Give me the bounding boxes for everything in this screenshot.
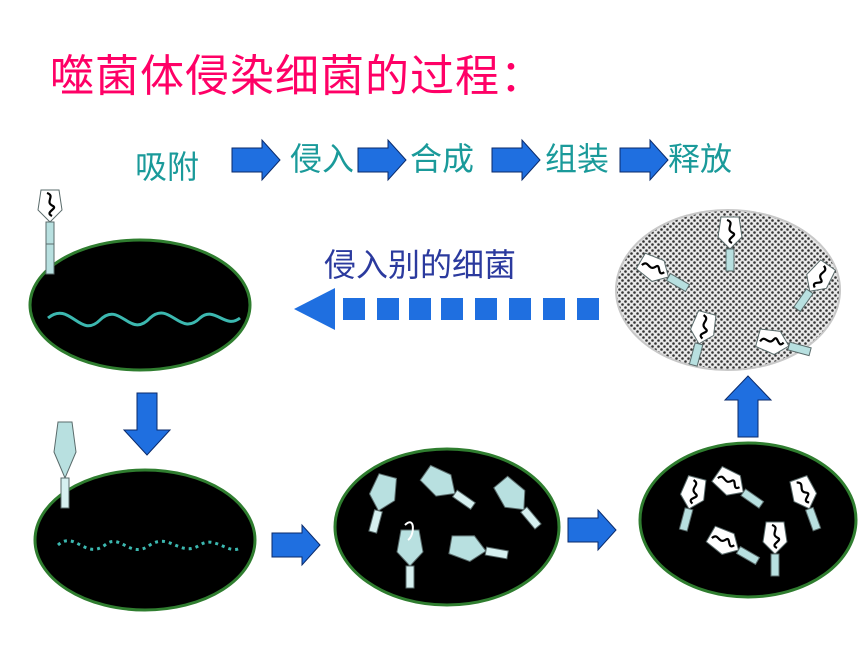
empty-phage-coat — [53, 421, 77, 509]
down-arrow — [122, 392, 172, 456]
cell-assembly — [638, 441, 858, 599]
reinfect-arrow — [294, 288, 599, 330]
step-synthesize-label: 合成 — [410, 140, 475, 178]
cell-synthesis — [333, 447, 561, 607]
step-assemble-label: 组装 — [545, 140, 610, 178]
reinfect-label: 侵入别的细菌 — [324, 246, 517, 284]
flow-arrow-2 — [357, 139, 407, 181]
flow-arrow-3 — [491, 139, 541, 181]
cell-injected — [33, 468, 257, 612]
step-inject-label: 侵入 — [290, 140, 355, 178]
step-release-label: 释放 — [668, 140, 733, 178]
cell-adsorption — [28, 238, 252, 372]
phage-attached-top — [36, 188, 64, 246]
up-arrow — [723, 375, 773, 438]
flow-arrow-4 — [619, 139, 669, 181]
arrow-to-synthesis — [271, 524, 321, 566]
step-adsorb-label: 吸附 — [135, 148, 200, 186]
flow-arrow-1 — [231, 139, 281, 181]
page-title: 噬菌体侵染细菌的过程： — [50, 51, 545, 102]
cell-lysis — [615, 209, 841, 371]
arrow-to-assembly — [567, 509, 617, 551]
